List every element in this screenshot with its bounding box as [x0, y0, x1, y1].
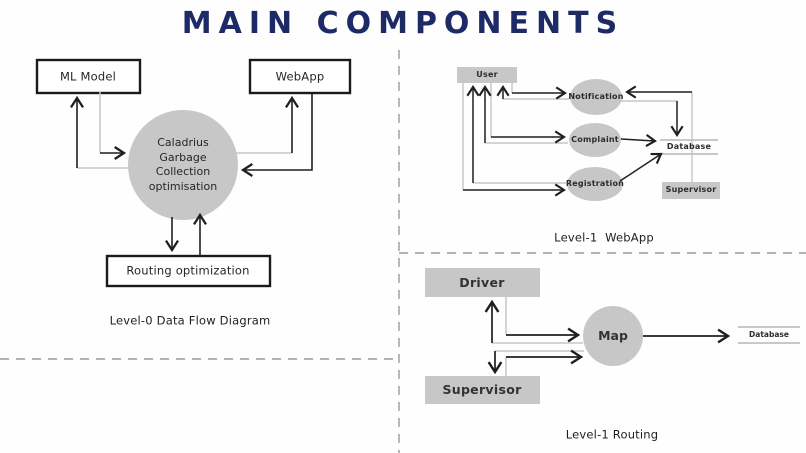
entity-box-supervisor-webapp — [662, 182, 720, 199]
level1-webapp-caption: Level-1 WebApp — [554, 230, 654, 245]
page-title: MAIN COMPONENTS — [181, 6, 625, 41]
registration-label: Registration — [565, 178, 625, 188]
user-label: User — [476, 69, 498, 79]
ml-model-label: ML Model — [59, 69, 117, 84]
complaint-label: Complaint — [571, 134, 619, 144]
process-node-notification — [570, 79, 622, 115]
entity-box-driver — [425, 268, 540, 297]
entity-box-supervisor-routing — [425, 376, 540, 404]
process-node-map — [583, 306, 643, 366]
process-node-caladrius — [128, 110, 238, 220]
entity-box-routing-optimization — [105, 254, 272, 288]
routing-optimization-label: Routing optimization — [126, 263, 250, 278]
notification-label: Notification — [568, 91, 624, 101]
process-node-complaint — [569, 123, 621, 157]
level1-routing-caption: Level-1 Routing — [565, 427, 659, 442]
arrow-webapp-to-process — [240, 92, 313, 177]
entity-box-ml-model — [35, 58, 142, 95]
arrow-registration-to-database — [619, 152, 663, 182]
level0-caption: Level-0 Data Flow Diagram — [109, 313, 271, 328]
routing-supervisor-label: Supervisor — [442, 381, 522, 397]
webapp-supervisor-label: Supervisor — [665, 184, 717, 194]
map-label: Map — [598, 327, 628, 343]
entity-box-webapp — [248, 58, 352, 95]
driver-label: Driver — [459, 274, 505, 290]
webapp-label: WebApp — [275, 69, 325, 84]
routing-database-label: Database — [749, 330, 789, 340]
webapp-database-label: Database — [666, 141, 712, 151]
entity-box-user — [457, 67, 517, 83]
process-node-registration — [567, 167, 623, 201]
arrow-complaint-to-database — [620, 134, 657, 148]
caladrius-process-label: Caladrius Garbage Collection optimisatio… — [148, 135, 218, 193]
